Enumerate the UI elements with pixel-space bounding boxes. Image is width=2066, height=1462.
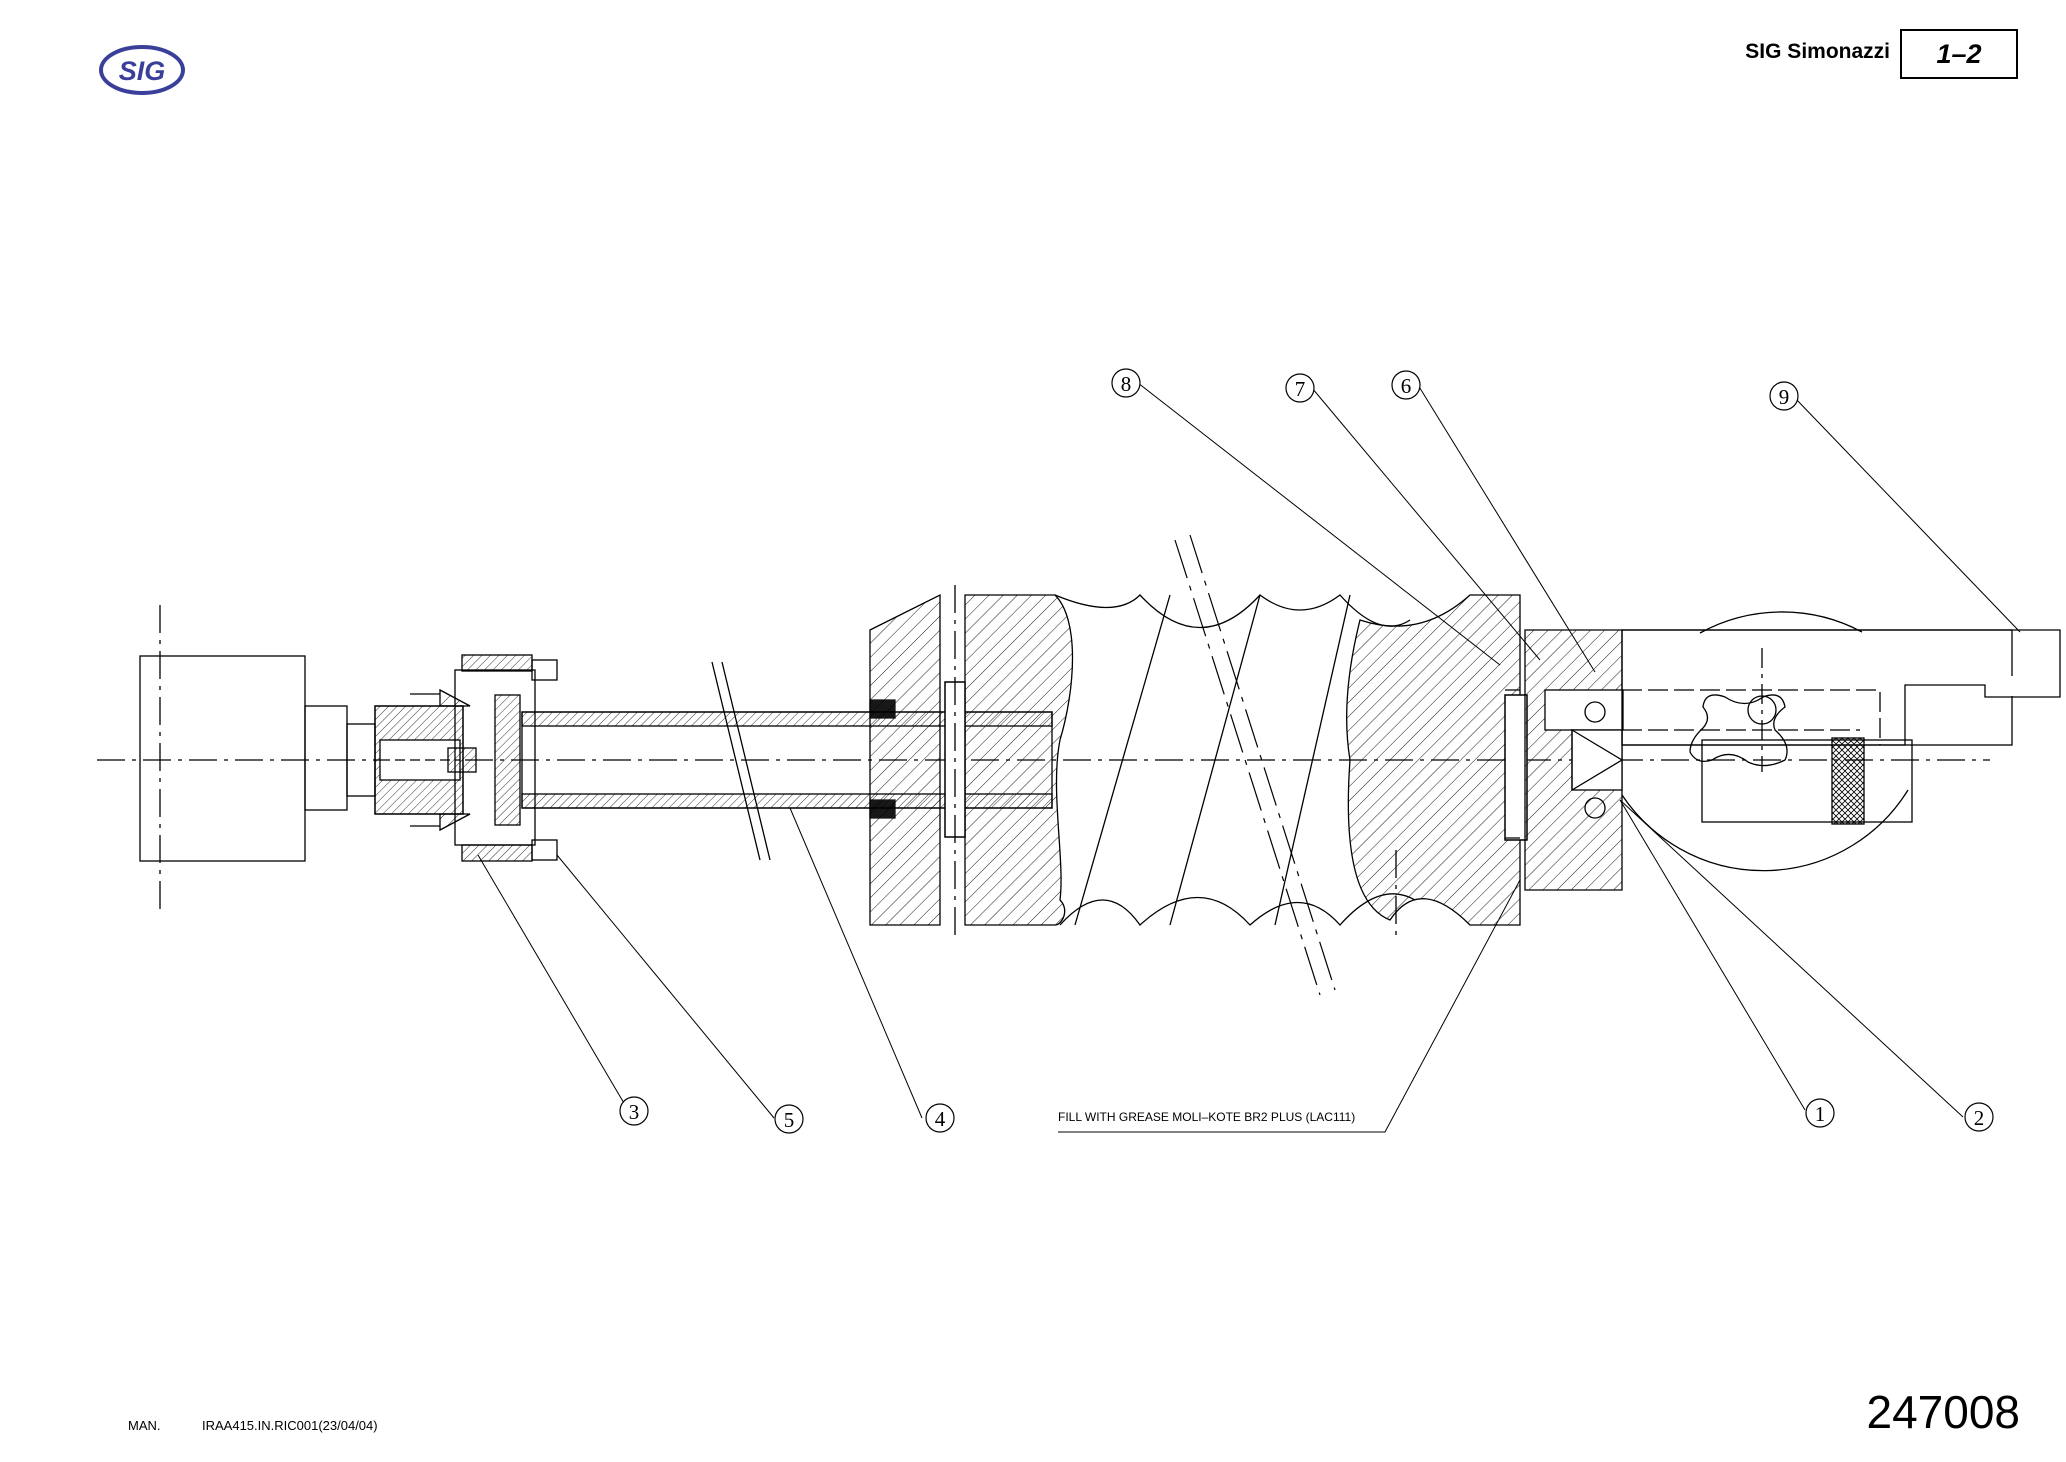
callout-3: 3 xyxy=(619,1096,649,1126)
callout-8: 8 xyxy=(1111,368,1141,398)
footer-man-label: MAN. xyxy=(128,1418,161,1433)
callout-7: 7 xyxy=(1285,373,1315,403)
company-name: SIG Simonazzi xyxy=(1745,40,1890,63)
callout-5: 5 xyxy=(774,1104,804,1134)
callout-1: 1 xyxy=(1805,1098,1835,1128)
svg-text:6: 6 xyxy=(1401,374,1412,398)
document-number: 247008 xyxy=(1866,1386,2021,1438)
callout-2: 2 xyxy=(1964,1102,1994,1132)
callout-6: 6 xyxy=(1391,370,1421,400)
callout-4: 4 xyxy=(925,1103,955,1133)
callout-balloons: 8 7 6 9 3 5 4 1 xyxy=(619,368,1994,1134)
page-number: 1–2 xyxy=(1900,29,2018,79)
svg-text:3: 3 xyxy=(629,1100,640,1124)
svg-text:SIG: SIG xyxy=(119,56,166,86)
sig-logo: SIG xyxy=(98,44,186,96)
callout-9: 9 xyxy=(1769,381,1799,411)
svg-text:2: 2 xyxy=(1974,1106,1985,1130)
svg-text:7: 7 xyxy=(1295,377,1306,401)
svg-text:1: 1 xyxy=(1815,1102,1826,1126)
svg-text:4: 4 xyxy=(935,1107,946,1131)
footer-reference: IRAA415.IN.RIC001(23/04/04) xyxy=(202,1418,378,1433)
grease-note: FILL WITH GREASE MOLI–KOTE BR2 PLUS (LAC… xyxy=(1058,1110,1356,1124)
svg-text:5: 5 xyxy=(784,1108,795,1132)
svg-text:8: 8 xyxy=(1121,372,1132,396)
svg-text:9: 9 xyxy=(1779,385,1790,409)
